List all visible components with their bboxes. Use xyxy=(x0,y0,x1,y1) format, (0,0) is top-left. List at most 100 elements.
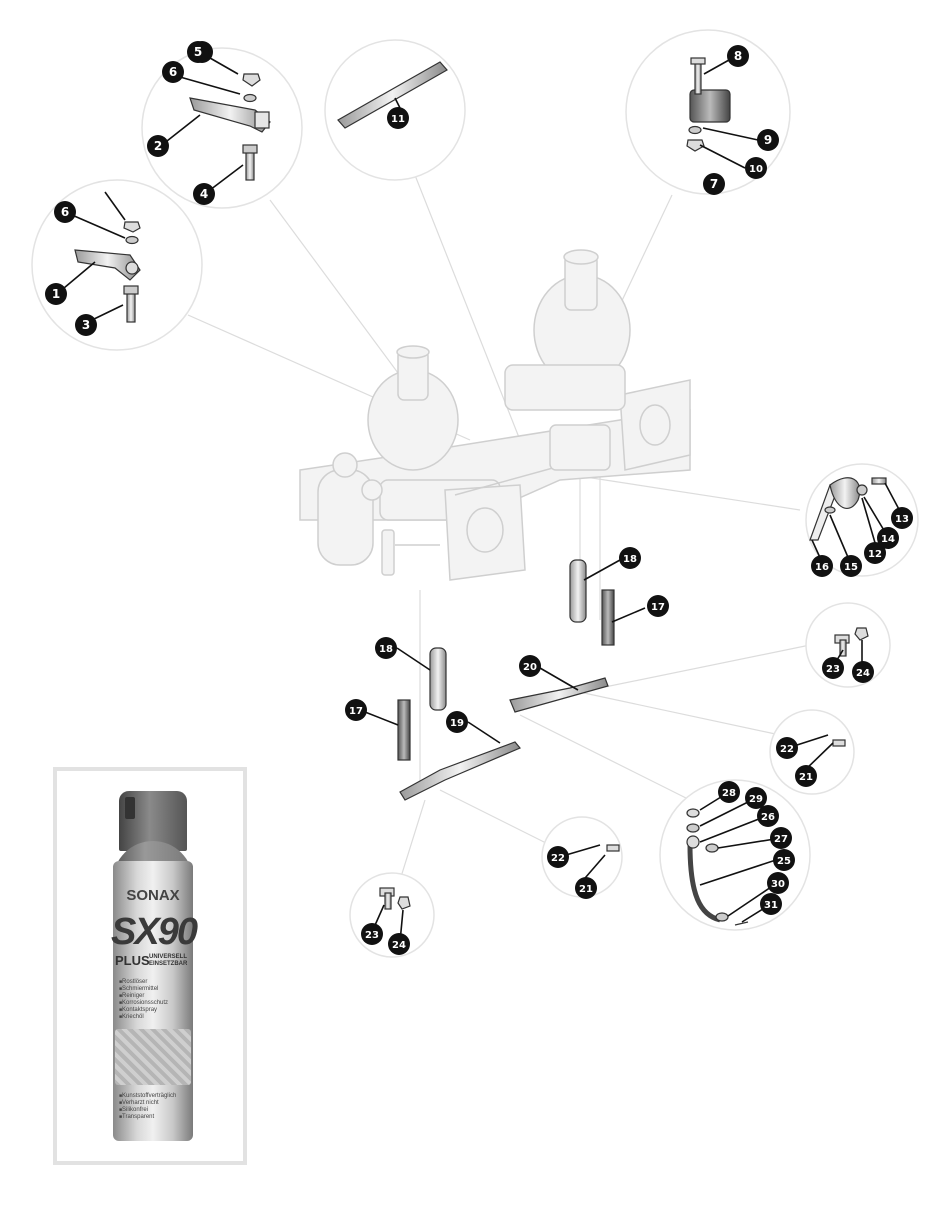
callout-disc xyxy=(840,555,862,577)
callout-18: 18 xyxy=(619,547,641,569)
callout-disc xyxy=(387,107,409,129)
callout-6: 6 xyxy=(162,61,184,83)
callout-disc xyxy=(811,555,833,577)
callout-number: 6 xyxy=(169,65,177,79)
callout-disc xyxy=(745,157,767,179)
callout-disc xyxy=(519,655,541,677)
callout-number: 30 xyxy=(771,879,785,890)
callout-30: 30 xyxy=(767,872,789,894)
callout-14: 14 xyxy=(877,527,899,549)
callout-28: 28 xyxy=(718,781,740,803)
parts xyxy=(74,57,887,926)
callout-disc xyxy=(147,135,169,157)
callout-number: 10 xyxy=(749,164,763,175)
callout-disc xyxy=(727,45,749,67)
can-property-item: Verharzt nicht xyxy=(119,1100,176,1107)
callout-15: 15 xyxy=(840,555,862,577)
callout-disc xyxy=(45,283,67,305)
can-model: SX90 xyxy=(111,911,198,953)
callout-number: 26 xyxy=(761,812,775,823)
callout-number: 24 xyxy=(856,668,870,679)
callout-disc xyxy=(647,595,669,617)
callout-number: 21 xyxy=(579,884,593,895)
can-use-item: Kriechöl xyxy=(119,1014,168,1021)
callout-17: 17 xyxy=(345,699,367,721)
callout-20: 20 xyxy=(519,655,541,677)
can-use-item: Reiniger xyxy=(119,993,168,1000)
callout-disc xyxy=(75,314,97,336)
callout-22: 22 xyxy=(776,737,798,759)
callout-number: 31 xyxy=(764,900,778,911)
can-property-item: Kunststoffverträglich xyxy=(119,1093,176,1100)
callout-disc xyxy=(891,507,913,529)
callout-2: 2 xyxy=(147,135,169,157)
callout-13: 13 xyxy=(891,507,913,529)
callout-11: 11 xyxy=(387,107,409,129)
callout-16: 16 xyxy=(811,555,833,577)
callout-23: 23 xyxy=(361,923,383,945)
callout-disc xyxy=(575,877,597,899)
callout-disc xyxy=(187,41,209,63)
can-use-item: Korrosionsschutz xyxy=(119,1000,168,1007)
callout-4: 4 xyxy=(193,183,215,205)
callout-disc xyxy=(388,933,410,955)
can-brand: SONAX xyxy=(126,887,180,904)
can-variant: PLUS xyxy=(115,953,150,968)
can-property-item: Transparent xyxy=(119,1114,176,1121)
callout-disc xyxy=(162,61,184,83)
callout-number: 20 xyxy=(523,662,537,673)
callout-number: 6 xyxy=(61,205,69,219)
callout-disc xyxy=(619,547,641,569)
callout-19: 19 xyxy=(446,711,468,733)
callout-number: 22 xyxy=(551,853,565,864)
callout-number: 17 xyxy=(651,602,665,613)
callout-10: 10 xyxy=(745,157,767,179)
callout-27: 27 xyxy=(770,827,792,849)
callout-23: 23 xyxy=(822,657,844,679)
callout-disc xyxy=(757,129,779,151)
callout-number: 24 xyxy=(392,940,406,951)
callout-number: 21 xyxy=(799,772,813,783)
spray-can-panel: SONAX SX90 PLUS UNIVERSELL EINSETZBAR Ro… xyxy=(53,767,247,1165)
can-use-item: Kontaktspray xyxy=(119,1007,168,1014)
callout-number: 13 xyxy=(895,514,909,525)
callout-number: 23 xyxy=(826,664,840,675)
callout-number: 14 xyxy=(881,534,895,545)
callout-22: 22 xyxy=(547,846,569,868)
callout-7: 7 xyxy=(703,173,725,195)
callout-disc xyxy=(760,893,782,915)
callout-disc xyxy=(361,923,383,945)
callout-disc xyxy=(795,765,817,787)
callout-disc xyxy=(852,661,874,683)
can-property-item: Silikonfrei xyxy=(119,1107,176,1114)
can-properties-list: Kunststoffverträglich Verharzt nicht Sil… xyxy=(119,1093,176,1121)
callout-8: 8 xyxy=(727,45,749,67)
callout-disc xyxy=(718,781,740,803)
callout-disc xyxy=(547,846,569,868)
callout-26: 26 xyxy=(757,805,779,827)
callout-disc xyxy=(193,183,215,205)
callout-disc xyxy=(703,173,725,195)
callout-number: 18 xyxy=(379,644,393,655)
callout-disc xyxy=(773,849,795,871)
can-tagline: UNIVERSELL EINSETZBAR xyxy=(149,954,188,967)
can-nozzle xyxy=(125,797,135,819)
callout-number: 29 xyxy=(749,794,763,805)
can-icons-band xyxy=(115,1029,191,1085)
can-uses-list: Rostlöser Schmiermittel Reiniger Korrosi… xyxy=(119,979,168,1021)
callout-number: 11 xyxy=(391,114,405,125)
callout-25: 25 xyxy=(773,849,795,871)
callout-disc xyxy=(877,527,899,549)
callout-5: 5 xyxy=(187,41,209,63)
callout-18: 18 xyxy=(375,637,397,659)
callout-17: 17 xyxy=(647,595,669,617)
callout-21: 21 xyxy=(795,765,817,787)
callout-disc xyxy=(770,827,792,849)
callout-1: 1 xyxy=(45,283,67,305)
callout-disc xyxy=(745,787,767,809)
callout-number: 5 xyxy=(194,45,202,59)
callout-disc xyxy=(864,542,886,564)
spray-can-image: SONAX SX90 PLUS UNIVERSELL EINSETZBAR Ro… xyxy=(105,791,200,1146)
callout-12: 12 xyxy=(864,542,886,564)
